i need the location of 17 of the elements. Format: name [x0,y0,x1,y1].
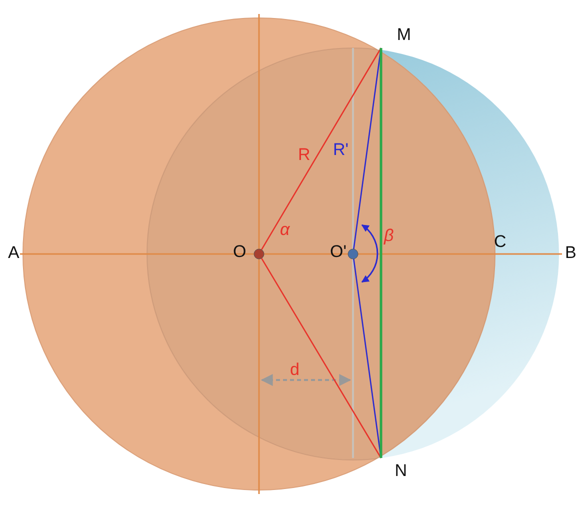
dimension-label: d [290,360,300,380]
point-label: A [8,243,20,263]
point-label: M [381,22,411,48]
line-segment [261,48,382,250]
line-segment [261,258,382,458]
line-segment [380,48,382,458]
center-point [348,248,358,260]
point-label: O' [330,242,346,262]
center-point [254,248,264,260]
angle-label: β [384,226,394,246]
angle-label: α [280,220,290,240]
point-label: N [381,458,407,484]
edge-label: R [298,145,310,165]
point-label: B [565,243,576,263]
point-label: O [233,242,246,262]
point-label: C [494,232,506,252]
edge-label: R' [333,140,349,160]
